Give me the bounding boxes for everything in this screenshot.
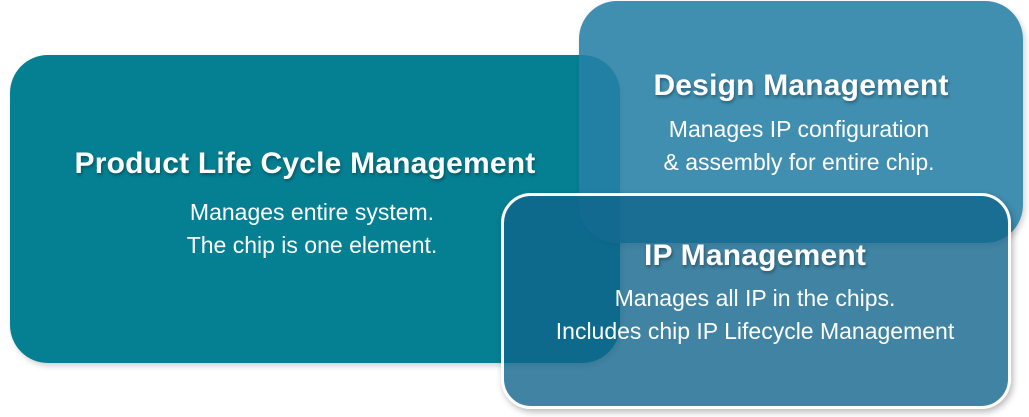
design-description-line-1: Manages IP configuration bbox=[668, 116, 930, 142]
plm-description-line-2: The chip is one element. bbox=[186, 232, 438, 258]
ip-management-description: Manages all IP in the chips. Includes ch… bbox=[556, 282, 954, 348]
design-management-description: Manages IP configuration & assembly for … bbox=[663, 113, 934, 179]
ip-management-title: IP Management bbox=[643, 239, 867, 272]
ip-description-line-1: Manages all IP in the chips. bbox=[614, 285, 896, 311]
plm-description-line-1: Manages entire system. bbox=[189, 199, 435, 225]
plm-title: Product Life Cycle Management bbox=[74, 147, 536, 180]
design-description-line-2: & assembly for entire chip. bbox=[663, 149, 935, 175]
plm-description: Manages entire system. The chip is one e… bbox=[187, 196, 438, 262]
design-management-title: Design Management bbox=[653, 69, 949, 102]
ip-description-line-2: Includes chip IP Lifecycle Management bbox=[555, 318, 955, 344]
ip-management-box bbox=[501, 193, 1011, 409]
